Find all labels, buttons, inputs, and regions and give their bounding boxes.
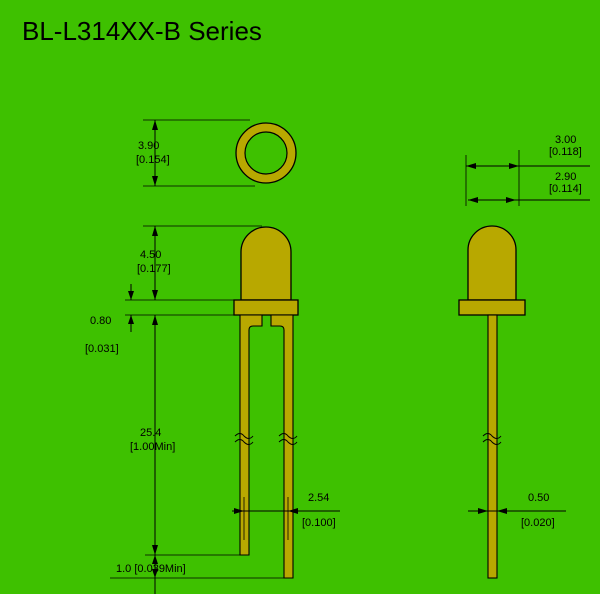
top-diameter-dimension [143,119,255,187]
flange-thickness-inch: [0.031] [85,343,119,355]
lead-spacing-dimension [232,497,340,540]
lead-width-mm: 0.50 [528,492,549,504]
body-width-mm: 2.90 [555,171,576,183]
front-view-led [458,225,526,579]
lead-width-dimension [468,508,566,514]
flange-width-dimension [465,150,590,206]
flange-thickness-dimension [125,284,234,332]
flange-width-mm: 3.00 [555,134,576,146]
body-width-dimension [468,197,590,203]
top-diameter-mm: 3.90 [138,140,159,152]
side-view-led [233,226,299,579]
page-title: BL-L314XX-B Series [22,16,262,46]
top-view-ring [235,122,297,184]
dome-height-inch: [0.177] [137,263,171,275]
lead-length-dimension [145,315,240,556]
dome-height-mm: 4.50 [140,249,161,261]
lead-width-inch: [0.020] [521,517,555,529]
top-diameter-inch: [0.154] [136,154,170,166]
body-width-inch: [0.114] [549,183,582,195]
lead-spacing-mm: 2.54 [308,492,329,504]
lead-length-inch: [1.00Min] [130,441,175,453]
flange-width-inch: [0.118] [549,146,582,158]
lead-offset-dimension [110,555,293,594]
lead-length-mm: 25.4 [140,427,161,439]
lead-offset-label: 1.0 [0.039Min] [116,563,186,575]
flange-thickness-mm: 0.80 [90,315,111,327]
dome-height-dimension [125,225,262,301]
lead-spacing-inch: [0.100] [302,517,336,529]
